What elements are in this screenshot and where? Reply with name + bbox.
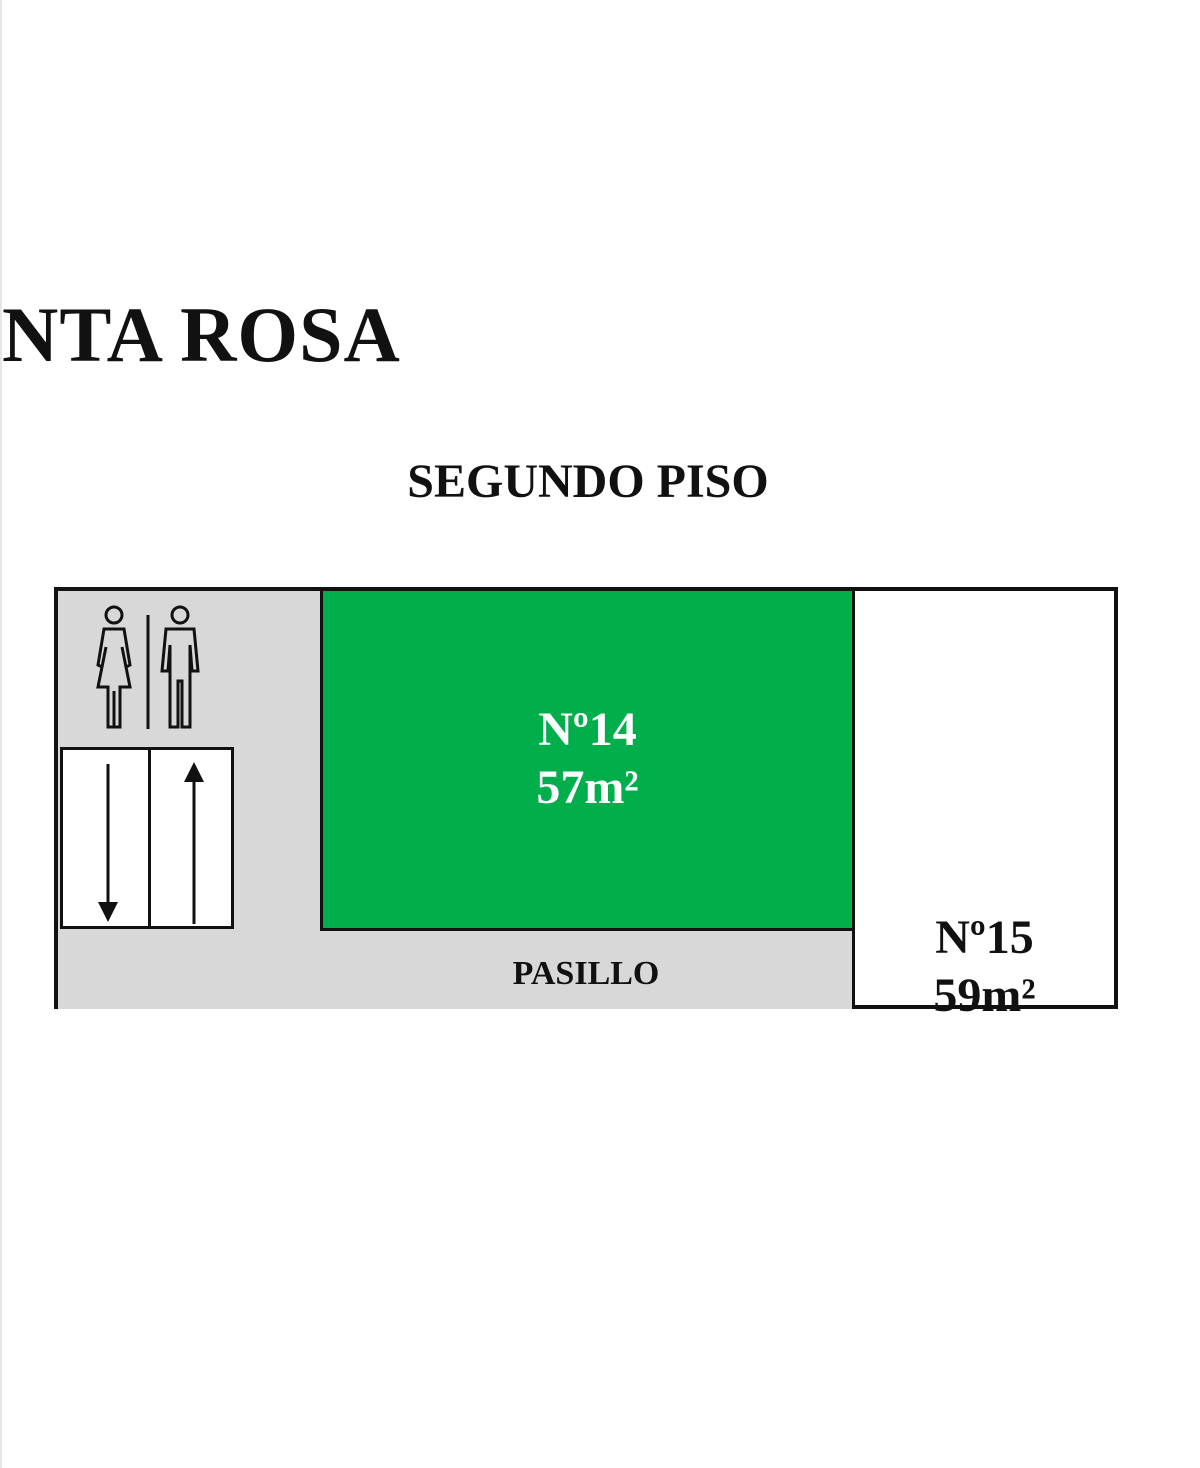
corridor bbox=[58, 931, 852, 1009]
stairs-down-arrow-icon bbox=[98, 764, 118, 922]
unit-15[interactable]: Nº15 59m² bbox=[852, 591, 1114, 1022]
corridor-label: PASILLO bbox=[512, 955, 660, 992]
unit-14-area: 57m² bbox=[536, 760, 639, 814]
page-edge-line bbox=[0, 0, 2, 1468]
floor-plan: PASILLO Nº14 57m² bbox=[54, 587, 1118, 1022]
unit-15-number: Nº15 bbox=[935, 911, 1034, 964]
stairs bbox=[60, 747, 234, 929]
restroom-icon bbox=[96, 605, 200, 729]
unit-14[interactable]: Nº14 57m² bbox=[320, 591, 852, 931]
stairs-divider bbox=[148, 750, 151, 926]
page-title: NTA ROSA bbox=[2, 291, 401, 378]
unit-14-number: Nº14 bbox=[538, 703, 637, 756]
stairs-up-arrow-icon bbox=[184, 762, 204, 924]
floor-title: SEGUNDO PISO bbox=[407, 455, 769, 508]
unit-15-area: 59m² bbox=[933, 968, 1036, 1022]
